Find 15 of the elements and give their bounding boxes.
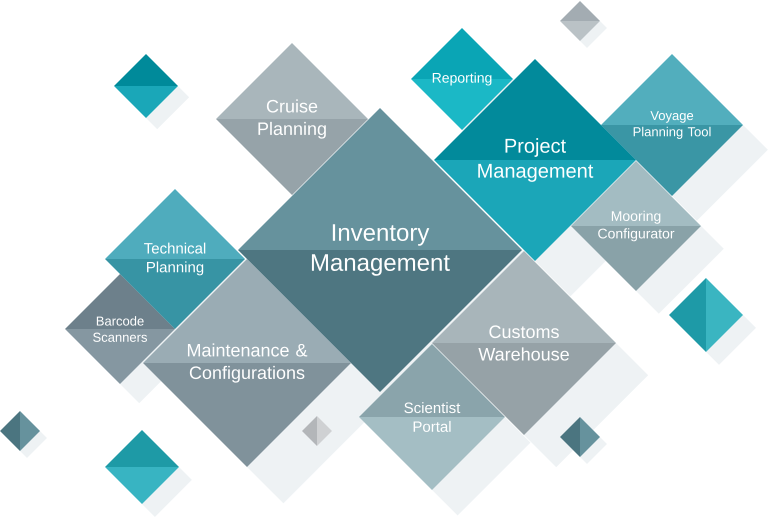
diamond-tile: Cruise Planning xyxy=(216,43,368,195)
diamond-shape xyxy=(0,411,40,451)
node-label: Inventory xyxy=(332,224,430,246)
diamond-tile: Voyage Planning Tool xyxy=(601,54,743,196)
diamond-shape xyxy=(560,1,600,41)
node-label: Planning xyxy=(258,122,326,139)
diamond-shape xyxy=(669,278,743,352)
diamond-shape xyxy=(302,416,332,446)
diamond-shape xyxy=(105,430,179,504)
node-label: Planning xyxy=(147,261,204,276)
diamond-tile: Reporting xyxy=(411,28,513,130)
diamond-shape xyxy=(560,417,600,457)
diamond-shape xyxy=(114,54,178,118)
diamond-tile: Barcode Scanners xyxy=(65,274,175,384)
node-label: Planning Tool xyxy=(634,126,711,139)
